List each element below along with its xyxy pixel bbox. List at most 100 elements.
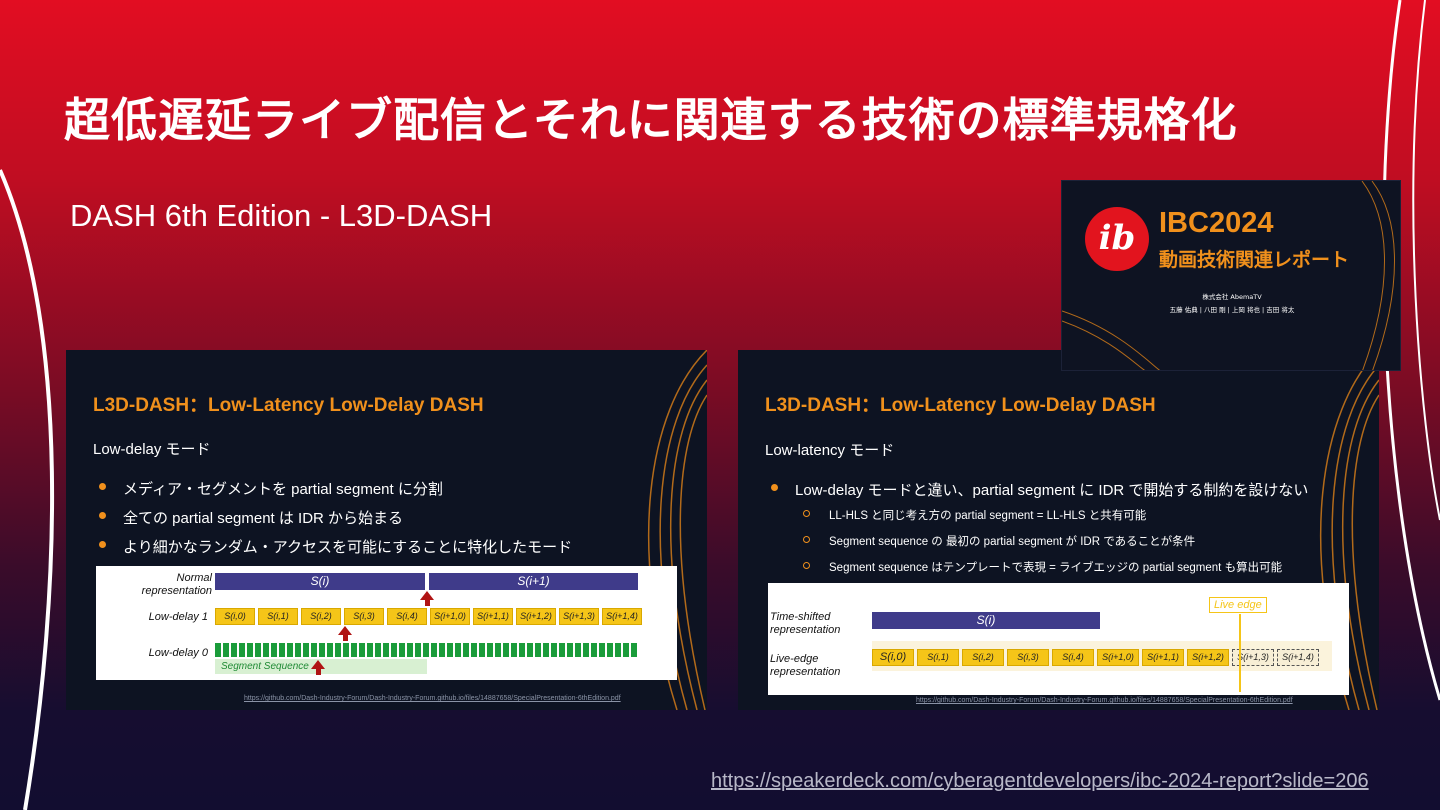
green-sample-block xyxy=(215,643,221,657)
live-edge-line xyxy=(1239,614,1241,692)
green-sample-block xyxy=(335,643,341,657)
green-segments xyxy=(215,643,637,657)
time-shifted-label: Time-shifted representation xyxy=(770,611,841,636)
source-url-link[interactable]: https://speakerdeck.com/cyberagentdevelo… xyxy=(711,770,1369,792)
green-sample-block xyxy=(423,643,429,657)
green-sample-block xyxy=(527,643,533,657)
green-sample-block xyxy=(583,643,589,657)
green-sample-block xyxy=(519,643,525,657)
list-item: より細かなランダム・アクセスを可能にすることに特化したモード xyxy=(93,536,572,557)
partial-segment: S(i+1,4) xyxy=(602,608,642,625)
green-sample-block xyxy=(247,643,253,657)
green-sample-block xyxy=(431,643,437,657)
green-sample-block xyxy=(455,643,461,657)
bullet-dot xyxy=(99,512,106,519)
partial-segment: S(i+1,2) xyxy=(516,608,556,625)
left-slide: L3D-DASH：Low-Latency Low-Delay DASH Low-… xyxy=(66,350,707,710)
green-sample-block xyxy=(463,643,469,657)
partial-segment: S(i,0) xyxy=(872,649,914,666)
source-link[interactable]: https://github.com/Dash-Industry-Forum/D… xyxy=(244,695,621,702)
list-item: メディア・セグメントを partial segment に分割 xyxy=(93,478,572,499)
partial-segment: S(i,2) xyxy=(962,649,1004,666)
bullet-dot xyxy=(771,484,778,491)
low-delay-diagram: Normal representation S(i) S(i+1) Low-de… xyxy=(96,566,677,680)
card-organization: 株式会社 AbemaTV xyxy=(1202,293,1262,301)
partial-segment: S(i+1,0) xyxy=(430,608,470,625)
source-link[interactable]: https://github.com/Dash-Industry-Forum/D… xyxy=(916,697,1293,704)
partial-segment: S(i+1,3) xyxy=(559,608,599,625)
green-sample-block xyxy=(511,643,517,657)
right-slide: L3D-DASH：Low-Latency Low-Delay DASH Low-… xyxy=(738,350,1379,710)
bullet-list: メディア・セグメントを partial segment に分割 全ての part… xyxy=(93,478,572,565)
green-sample-block xyxy=(327,643,333,657)
green-sample-block xyxy=(271,643,277,657)
slide-mode: Low-delay モード xyxy=(93,441,211,458)
green-sample-block xyxy=(319,643,325,657)
partial-segment: S(i+1,1) xyxy=(473,608,513,625)
card-subtitle: 動画技術関連レポート xyxy=(1159,249,1350,271)
green-sample-block xyxy=(543,643,549,657)
list-item: Segment sequence の 最初の partial segment が… xyxy=(795,533,1282,549)
green-sample-block xyxy=(407,643,413,657)
card-decoration xyxy=(1062,181,1395,370)
bullet-dot xyxy=(99,541,106,548)
green-sample-block xyxy=(359,643,365,657)
partial-segment: S(i+1,0) xyxy=(1097,649,1139,666)
live-edge-label: Live-edge representation xyxy=(770,653,841,678)
green-sample-block xyxy=(447,643,453,657)
ibc-report-card: ib IBC2024 動画技術関連レポート 株式会社 AbemaTV 五藤 佑典… xyxy=(1061,180,1401,371)
card-authors: 五藤 佑典 | 八田 剛 | 上岡 将也 | 吉田 将太 xyxy=(1169,306,1295,314)
slide-mode: Low-latency モード xyxy=(765,442,895,459)
normal-representation-label: Normal representation xyxy=(141,572,212,597)
green-sample-block xyxy=(599,643,605,657)
arrow-stem xyxy=(425,600,430,606)
green-sample-block xyxy=(343,643,349,657)
green-sample-block xyxy=(623,643,629,657)
partial-segment: S(i,1) xyxy=(917,649,959,666)
green-sample-block xyxy=(503,643,509,657)
arrow-up-icon xyxy=(420,591,434,600)
sub-bullet-ring xyxy=(803,536,810,543)
green-sample-block xyxy=(351,643,357,657)
future-partial-segment: S(i+1,4) xyxy=(1277,649,1319,666)
green-sample-block xyxy=(367,643,373,657)
partial-segment: S(i,3) xyxy=(1007,649,1049,666)
arrow-up-icon xyxy=(311,660,325,669)
green-sample-block xyxy=(255,643,261,657)
slide-title: L3D-DASH：Low-Latency Low-Delay DASH xyxy=(765,395,1156,416)
green-sample-block xyxy=(287,643,293,657)
segment-bar: S(i) xyxy=(215,573,425,590)
green-sample-block xyxy=(471,643,477,657)
partial-segment: S(i+1,2) xyxy=(1187,649,1229,666)
sub-bullet-ring xyxy=(803,562,810,569)
green-sample-block xyxy=(535,643,541,657)
green-sample-block xyxy=(303,643,309,657)
green-sample-block xyxy=(223,643,229,657)
slide-title: L3D-DASH：Low-Latency Low-Delay DASH xyxy=(93,395,484,416)
green-sample-block xyxy=(551,643,557,657)
ibc-logo: ib xyxy=(1085,207,1149,271)
segment-bar: S(i+1) xyxy=(429,573,638,590)
arrow-up-icon xyxy=(338,626,352,635)
green-sample-block xyxy=(567,643,573,657)
segment-bar: S(i) xyxy=(872,612,1100,629)
green-sample-block xyxy=(487,643,493,657)
green-sample-block xyxy=(607,643,613,657)
low-latency-diagram: Time-shifted representation S(i) Live-ed… xyxy=(768,583,1349,695)
arrow-stem xyxy=(316,669,321,675)
green-sample-block xyxy=(575,643,581,657)
partial-segments: S(i,0) S(i,1) S(i,2) S(i,3) S(i,4) S(i+1… xyxy=(215,608,642,625)
future-partial-segment: S(i+1,3) xyxy=(1232,649,1274,666)
green-sample-block xyxy=(311,643,317,657)
green-sample-block xyxy=(615,643,621,657)
low-delay-1-label: Low-delay 1 xyxy=(148,611,208,623)
green-sample-block xyxy=(263,643,269,657)
bullet-dot xyxy=(99,483,106,490)
partial-segments: S(i,0) S(i,1) S(i,2) S(i,3) S(i,4) S(i+1… xyxy=(872,649,1319,666)
green-sample-block xyxy=(559,643,565,657)
low-delay-0-label: Low-delay 0 xyxy=(148,647,208,659)
green-sample-block xyxy=(239,643,245,657)
green-sample-block xyxy=(279,643,285,657)
partial-segment: S(i+1,1) xyxy=(1142,649,1184,666)
page-title: 超低遅延ライブ配信とそれに関連する技術の標準規格化 xyxy=(64,93,1238,147)
